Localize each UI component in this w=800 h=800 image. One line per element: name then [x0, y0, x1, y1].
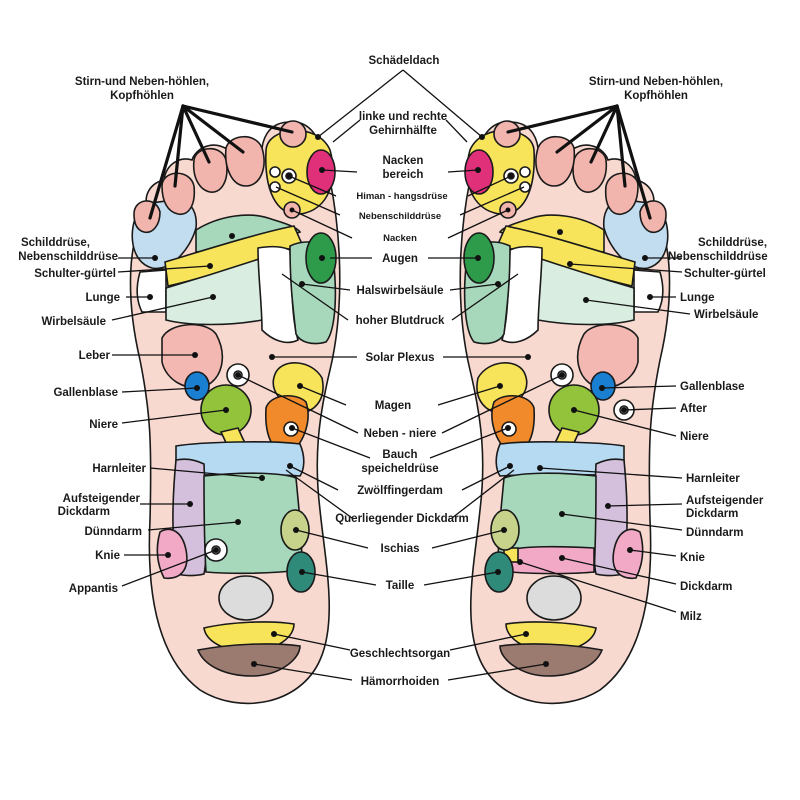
label-right-spine: Wirbelsäule — [694, 309, 758, 321]
label-left-knee: Knie — [95, 550, 120, 562]
label-right-thyroid-1: Schilddrüse, — [698, 237, 767, 249]
label-left-liver: Leber — [79, 350, 111, 362]
label-sinus-left-1: Stirn-und Neben-höhlen, — [75, 76, 209, 88]
label-pancreas-1: Bauch — [382, 449, 417, 461]
right-knee-zone — [612, 528, 644, 579]
left-foot — [129, 120, 341, 705]
left-small-circle-b — [269, 181, 281, 193]
label-pituitary: Himan - hangsdrüse — [356, 191, 447, 202]
label-solar-plexus: Solar Plexus — [365, 352, 434, 364]
label-left-ureter: Harnleiter — [92, 463, 146, 475]
label-right-kidney: Niere — [680, 431, 709, 443]
right-foot — [459, 120, 671, 705]
label-left-appendix: Appantis — [69, 583, 118, 595]
label-blood-pressure: hoher Blutdruck — [356, 315, 445, 327]
right-small-circle-a — [519, 166, 531, 178]
label-right-ascending-1: Aufsteigender — [686, 495, 764, 507]
label-left-ascending-1: Aufsteigender — [63, 493, 141, 505]
right-toe-5 — [639, 200, 667, 234]
left-toe-2 — [224, 135, 265, 187]
left-small-circle-a — [269, 166, 281, 178]
label-right-spleen: Milz — [680, 611, 702, 623]
label-left-shoulder: Schulter-gürtel — [34, 268, 116, 280]
left-toe-3 — [192, 147, 228, 193]
label-left-lung: Lunge — [86, 292, 121, 304]
right-heel-zone — [526, 575, 582, 621]
label-schaedeldach: Schädeldach — [369, 55, 440, 67]
right-big-toe-tip — [493, 120, 521, 148]
label-right-small-int: Dünndarm — [686, 527, 744, 539]
label-right-shoulder: Schulter-gürtel — [684, 268, 766, 280]
label-neck-area-1: Nacken — [383, 155, 424, 167]
right-spine-white-zone — [501, 245, 543, 344]
labels: Schädeldach Stirn-und Neben-höhlen, Kopf… — [18, 55, 767, 688]
label-cervical: Halswirbelsäule — [357, 285, 444, 297]
left-heel-zone — [218, 575, 274, 621]
left-knee-zone — [156, 528, 188, 579]
right-heart-liver-zone — [576, 323, 639, 389]
label-neck-area-2: bereich — [383, 169, 424, 181]
label-left-kidney: Niere — [89, 419, 118, 431]
label-left-thyroid-1: Schilddrüse, — [21, 237, 90, 249]
label-sciatica: Ischias — [381, 543, 420, 555]
label-right-after: After — [680, 403, 707, 415]
label-left-ascending-2: Dickdarm — [58, 506, 110, 518]
label-hemorrhoids: Hämorrhoiden — [361, 676, 440, 688]
label-transverse-colon: Querliegender Dickdarm — [335, 513, 469, 525]
label-eyes: Augen — [382, 253, 418, 265]
right-toe-2 — [535, 135, 576, 187]
right-small-circle-b — [519, 181, 531, 193]
label-right-knee: Knie — [680, 552, 705, 564]
right-lung-white-zone — [633, 269, 664, 313]
right-toe-3 — [572, 147, 608, 193]
label-left-gallbladder: Gallenblase — [53, 387, 118, 399]
label-pancreas-2: speicheldrüse — [361, 463, 438, 475]
label-right-thyroid-2: Nebenschilddrüse — [668, 251, 768, 263]
left-big-toe-tip — [279, 120, 307, 148]
label-duodenum: Zwölffingerdam — [357, 485, 443, 497]
label-parathyroid: Nebenschilddrüse — [359, 211, 441, 222]
leader-lines — [111, 69, 691, 681]
label-left-small-int: Dünndarm — [85, 526, 143, 538]
label-genitals: Geschlechtsorgan — [350, 648, 450, 660]
label-sinus-right-2: Kopfhöhlen — [624, 90, 688, 102]
left-lung-white-zone — [136, 269, 167, 313]
label-right-gallbladder: Gallenblase — [680, 381, 745, 393]
label-stomach: Magen — [375, 400, 411, 412]
right-colon-zone — [509, 545, 595, 575]
left-spine-white-zone — [257, 245, 299, 344]
label-right-colon: Dickdarm — [680, 581, 732, 593]
label-right-lung: Lunge — [680, 292, 715, 304]
label-right-ureter: Harnleiter — [686, 473, 740, 485]
label-sinus-left-2: Kopfhöhlen — [110, 90, 174, 102]
label-waist: Taille — [386, 580, 415, 592]
label-left-spine: Wirbelsäule — [42, 316, 106, 328]
label-brain-1: linke und rechte — [359, 111, 447, 123]
left-toe-5 — [133, 200, 161, 234]
label-adrenal: Neben - niere — [364, 428, 437, 440]
label-brain-2: Gehirnhälfte — [369, 125, 437, 137]
label-neck: Nacken — [383, 233, 417, 244]
label-sinus-right-1: Stirn-und Neben-höhlen, — [589, 76, 723, 88]
label-right-ascending-2: Dickdarm — [686, 508, 738, 520]
label-left-thyroid-2: Nebenschilddrüse — [18, 251, 118, 263]
left-liver-zone — [161, 323, 224, 389]
